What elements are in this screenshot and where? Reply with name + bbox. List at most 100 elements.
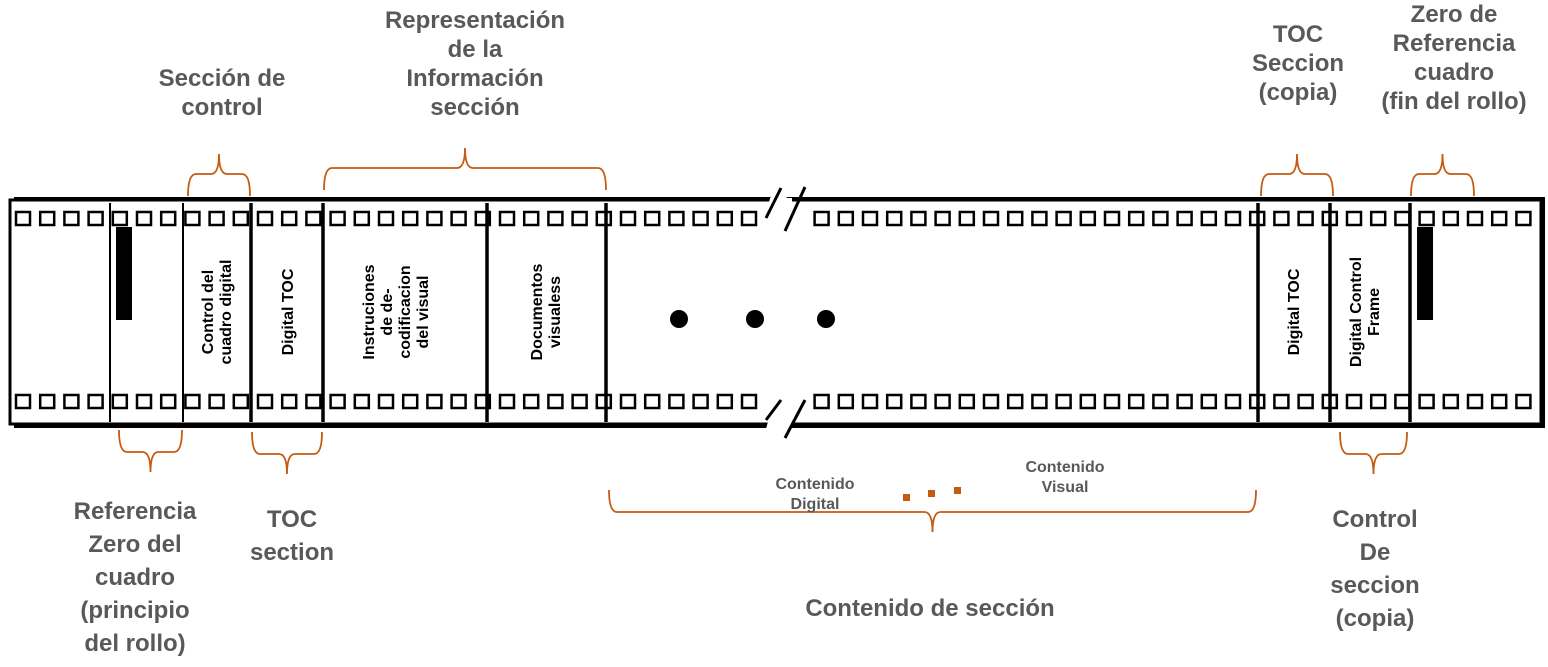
label-control-section-copy: Control De seccion (copia)	[1330, 506, 1420, 632]
sprocket-hole	[1418, 210, 1435, 227]
sprocket-hole	[813, 393, 830, 410]
sprocket-hole	[1369, 393, 1387, 410]
content-ellipsis-dot-3	[954, 487, 961, 494]
sprocket-hole	[1442, 210, 1460, 227]
sprocket-hole	[1345, 393, 1363, 410]
frame-dividers	[109, 203, 1412, 422]
ellipsis-dot-3	[817, 310, 835, 328]
sprocket-hole	[571, 210, 588, 227]
sprocket-hole	[716, 393, 734, 410]
sprocket-hole	[305, 393, 322, 410]
zero-reference-bar-start	[116, 227, 132, 320]
sprocket-hole	[813, 210, 830, 227]
section-bracket	[1339, 431, 1408, 475]
sprocket-hole	[159, 393, 177, 410]
sprocket-hole	[1103, 393, 1121, 410]
section-brackets	[118, 147, 1475, 533]
sprocket-hole	[861, 210, 879, 227]
section-bracket	[1410, 153, 1475, 197]
sprocket-hole	[305, 210, 322, 227]
sprocket-hole	[498, 210, 516, 227]
sprocket-hole	[1466, 210, 1484, 227]
sprocket-hole	[256, 393, 274, 410]
sprocket-hole	[1394, 210, 1411, 227]
sprocket-hole	[1297, 210, 1314, 227]
sprocket-hole	[1031, 210, 1048, 227]
sprocket-hole	[934, 393, 951, 410]
sprocket-hole	[280, 393, 298, 410]
content-ellipsis-dot-1	[903, 494, 910, 501]
sprocket-hole	[38, 393, 56, 410]
section-bracket	[608, 489, 1257, 533]
label-control-section: Sección de control	[158, 65, 286, 121]
sprocket-hole	[1127, 393, 1145, 410]
sprocket-hole	[692, 210, 709, 227]
sprocket-hole	[87, 210, 104, 227]
sprocket-hole	[135, 393, 153, 410]
sprocket-hole	[1273, 210, 1290, 227]
sprocket-hole	[1394, 393, 1411, 410]
sprocket-hole	[716, 210, 734, 227]
sprocket-hole	[934, 210, 951, 227]
label-toc-section: TOC section	[249, 506, 335, 566]
sprocket-hole	[1031, 393, 1048, 410]
sprocket-hole	[522, 393, 540, 410]
sprocket-hole	[692, 393, 709, 410]
sprocket-hole	[256, 210, 274, 227]
sprocket-hole	[63, 393, 80, 410]
sprocket-hole	[861, 393, 879, 410]
sprocket-hole	[619, 393, 637, 410]
sprocket-hole	[184, 393, 201, 410]
sprocket-hole	[982, 210, 1000, 227]
sprocket-hole	[1127, 210, 1145, 227]
sprocket-hole	[740, 210, 758, 227]
zero-reference-bar-end	[1417, 227, 1433, 320]
sprocket-hole	[353, 210, 371, 227]
sprocket-hole	[1152, 393, 1169, 410]
sprocket-hole	[1515, 210, 1532, 227]
section-bracket	[1260, 153, 1334, 197]
sprocket-hole	[1297, 393, 1314, 410]
sprocket-hole	[619, 210, 637, 227]
label-digital-content: Contenido Digital	[775, 476, 855, 513]
sprocket-hole	[111, 393, 129, 410]
sprocket-hole	[522, 210, 540, 227]
label-content-section: Contenido de sección	[805, 595, 1055, 622]
film-break-mark	[764, 186, 807, 439]
sprocket-hole	[1055, 210, 1072, 227]
sprocket-hole	[885, 210, 903, 227]
sprocket-hole	[1055, 393, 1072, 410]
sprocket-hole	[401, 393, 419, 410]
sprocket-hole	[450, 393, 467, 410]
sprocket-hole	[1418, 393, 1435, 410]
sprocket-hole	[1006, 393, 1024, 410]
section-bracket	[187, 153, 251, 197]
sprocket-hole	[1515, 393, 1532, 410]
sprocket-hole	[329, 393, 346, 410]
sprocket-hole	[643, 393, 661, 410]
sprocket-hole	[1442, 393, 1460, 410]
sprocket-hole	[377, 393, 395, 410]
sprocket-hole	[547, 393, 564, 410]
sprocket-hole	[958, 393, 976, 410]
sprocket-hole	[426, 393, 443, 410]
section-bracket	[118, 429, 183, 473]
sprocket-hole	[377, 210, 395, 227]
sprocket-hole	[1176, 210, 1193, 227]
sprocket-hole	[982, 393, 1000, 410]
sprocket-hole	[353, 393, 371, 410]
sprocket-hole	[1103, 210, 1121, 227]
sprocket-hole	[837, 210, 855, 227]
sprocket-hole	[14, 210, 32, 227]
sprocket-hole	[1079, 393, 1097, 410]
sprocket-hole	[571, 393, 588, 410]
sprocket-hole	[1224, 210, 1242, 227]
sprocket-hole	[1224, 393, 1242, 410]
sprocket-hole	[1152, 210, 1169, 227]
sprocket-hole	[837, 393, 855, 410]
sprocket-hole	[280, 210, 298, 227]
sprocket-hole	[1369, 210, 1387, 227]
sprocket-hole	[63, 210, 80, 227]
